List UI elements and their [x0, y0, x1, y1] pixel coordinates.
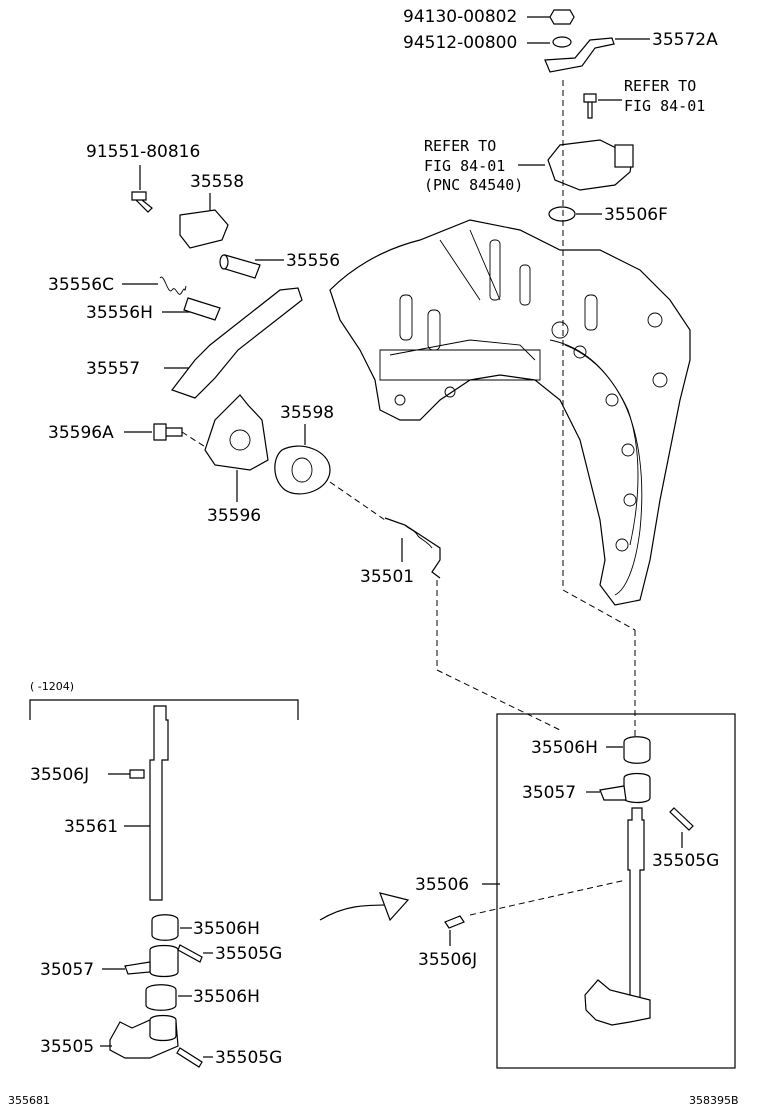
pin-35505G-old-a — [177, 944, 203, 963]
bolt-35596A-part — [153, 423, 183, 441]
refer-text-line1: REFER TO — [624, 77, 696, 95]
clip-35506J-new — [444, 915, 465, 929]
part-label-35506J-new: 35506J — [418, 950, 477, 970]
shaft-35506-new — [627, 807, 645, 1001]
nut-part — [549, 9, 575, 25]
part-label-35572A: 35572A — [652, 30, 718, 50]
part-label-35057-old: 35057 — [40, 960, 94, 980]
pin-35556H-part — [183, 297, 221, 321]
part-label-35596A: 35596A — [48, 423, 114, 443]
lever-plate-new — [584, 979, 651, 1026]
part-label-35556C: 35556C — [48, 275, 114, 295]
part-label-35506H-old-a: 35506H — [193, 919, 260, 939]
part-label-35501: 35501 — [360, 567, 414, 587]
part-label-35505G-new: 35505G — [652, 851, 719, 871]
washer-part — [552, 36, 572, 48]
refer-text-2-line2: FIG 84-01 — [424, 157, 505, 175]
part-label-35057-new: 35057 — [522, 783, 576, 803]
part-label-35506F: 35506F — [604, 205, 668, 225]
lever-arm-part — [544, 37, 615, 73]
pin-35505G-new — [669, 807, 694, 831]
part-label-35556H: 35556H — [86, 303, 153, 323]
oil-seal-part — [548, 206, 576, 222]
part-label-35506H-old-b: 35506H — [193, 987, 260, 1007]
part-label-91551-80816: 91551-80816 — [86, 142, 200, 162]
part-label-35505G-old-a: 35505G — [215, 944, 282, 964]
new-assembly-box — [496, 713, 736, 1069]
collar-35598-part — [274, 445, 331, 495]
footer-right-code: 358395B — [689, 1094, 739, 1107]
rod-35501-part — [384, 517, 441, 579]
part-label-94130-00802: 94130-00802 — [403, 7, 517, 27]
plate-35558-part — [179, 209, 229, 249]
part-label-94512-00800: 94512-00800 — [403, 33, 517, 53]
bolt-91551-part — [131, 191, 153, 213]
part-label-35505-old: 35505 — [40, 1037, 94, 1057]
part-label-35506H-new: 35506H — [531, 738, 598, 758]
part-label-35556: 35556 — [286, 251, 340, 271]
part-label-35561: 35561 — [64, 817, 118, 837]
range-bracket — [29, 699, 299, 720]
transition-arrow — [319, 904, 391, 921]
bushing-35506H-new — [623, 736, 651, 764]
bushing-35057-new — [623, 772, 651, 804]
part-label-35506J-old: 35506J — [30, 765, 89, 785]
part-label-35558: 35558 — [190, 172, 244, 192]
refer-text-2-line3: (PNC 84540) — [424, 176, 523, 194]
bushing-35057-old — [149, 944, 179, 978]
refer-text-line2: FIG 84-01 — [624, 97, 705, 115]
part-label-35506-new: 35506 — [415, 875, 469, 895]
part-label-35557: 35557 — [86, 359, 140, 379]
bolt-part — [583, 93, 597, 119]
part-label-35596: 35596 — [207, 506, 261, 526]
part-label-35505G-old-b: 35505G — [215, 1048, 282, 1068]
pin-35505G-old-b — [176, 1047, 203, 1068]
transmission-case — [329, 219, 691, 606]
spring-35556C-part — [159, 276, 187, 295]
bushing-35506H-old-b — [145, 984, 177, 1011]
shaft-35561-part — [149, 705, 169, 901]
bushing-35506H-old-a — [151, 914, 179, 941]
plate-35596-part — [204, 394, 269, 471]
range-label: ( -1204) — [30, 680, 74, 693]
part-label-35598: 35598 — [280, 403, 334, 423]
refer-text-2-line1: REFER TO — [424, 137, 496, 155]
footer-left-code: 355681 — [8, 1094, 50, 1107]
detent-lever-35557-part — [171, 287, 303, 399]
